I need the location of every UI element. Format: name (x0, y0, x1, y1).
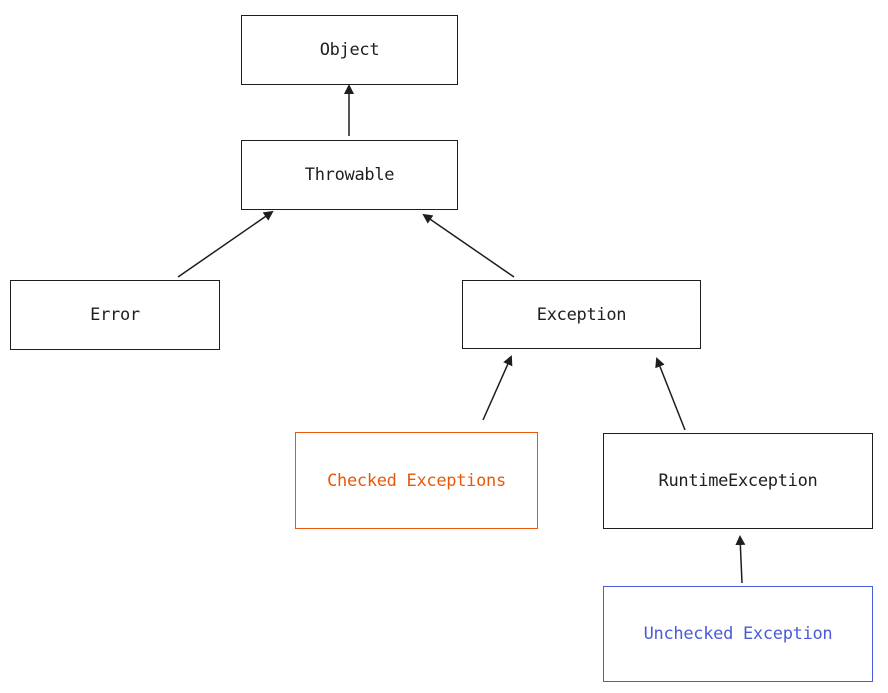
node-exception: Exception (462, 280, 701, 349)
node-checked-exceptions: Checked Exceptions (295, 432, 538, 529)
arrow-error-to-throwable (177, 210, 274, 278)
node-error: Error (10, 280, 220, 350)
arrow-runtime-to-exception (655, 357, 686, 431)
node-checked-exceptions-label: Checked Exceptions (327, 470, 506, 491)
node-throwable-label: Throwable (304, 165, 395, 185)
node-error-label: Error (90, 305, 140, 325)
node-exception-label: Exception (536, 304, 627, 325)
arrow-checked-to-exception (482, 355, 513, 421)
node-object: Object (241, 15, 458, 85)
node-runtime-exception-label: RuntimeException (658, 471, 818, 491)
node-unchecked-exception-label: Unchecked Exception (643, 624, 833, 644)
node-throwable: Throwable (241, 140, 458, 210)
node-unchecked-exception: Unchecked Exception (603, 586, 873, 682)
node-object-label: Object (319, 40, 380, 60)
node-runtime-exception: RuntimeException (603, 433, 873, 529)
arrow-exception-to-throwable (422, 213, 515, 278)
arrow-unchecked-to-runtime (735, 535, 746, 584)
